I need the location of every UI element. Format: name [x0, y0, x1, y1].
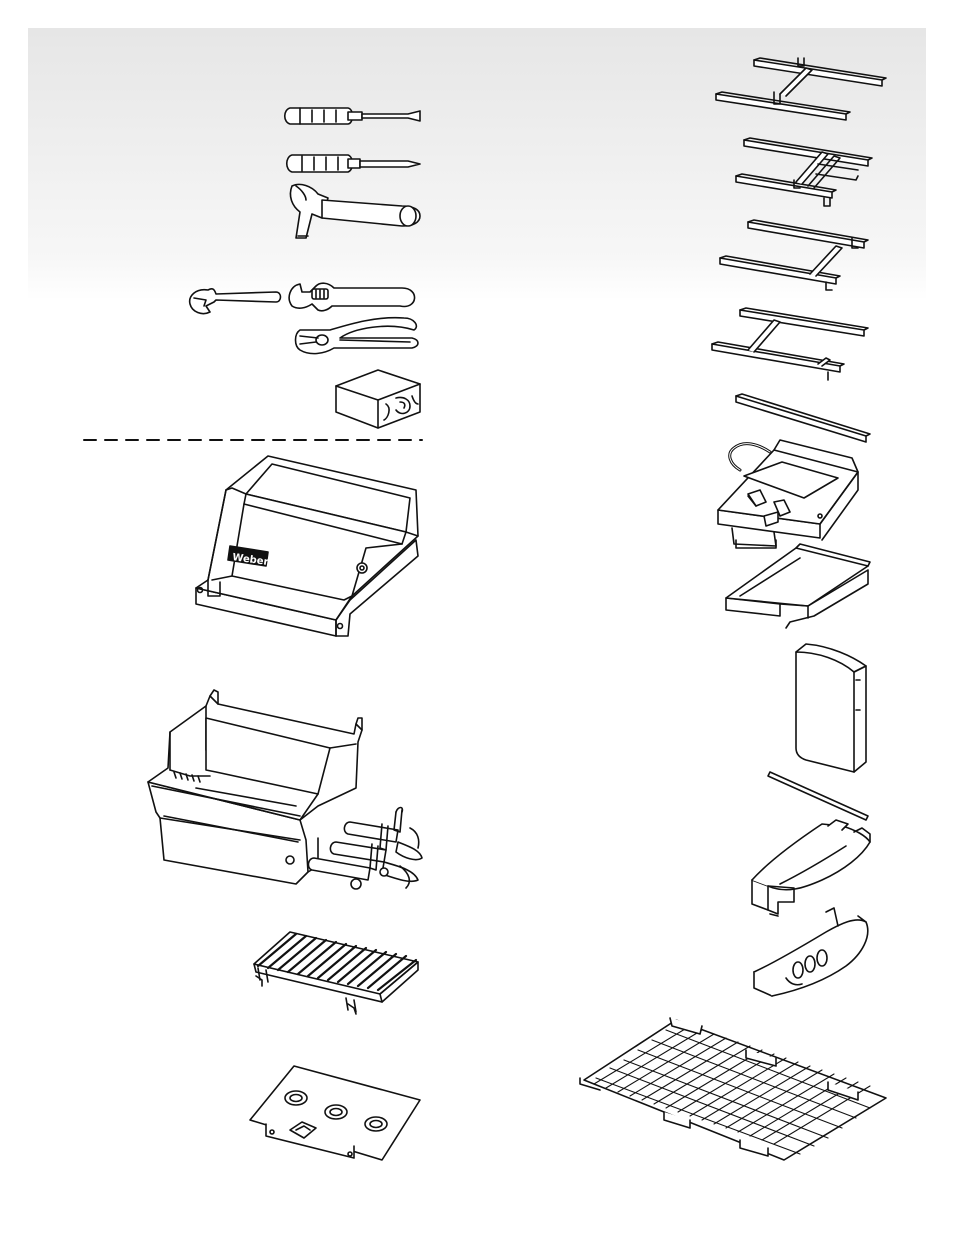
side-panel-icon	[796, 644, 866, 772]
control-panel-icon	[718, 440, 858, 548]
frame-assembly-4-icon	[712, 308, 868, 380]
frame-assembly-1-icon	[716, 58, 886, 120]
rod-icon	[768, 772, 868, 820]
handle-left-icon	[752, 820, 870, 916]
open-end-wrench-icon	[190, 289, 281, 314]
crossbar-icon	[736, 394, 870, 442]
cooking-grate-icon	[254, 932, 418, 1014]
cookbox-icon	[148, 690, 362, 884]
pliers-icon	[296, 318, 419, 354]
hammer-icon	[290, 184, 420, 238]
grill-lid-icon: Weber	[196, 456, 418, 636]
side-table-icon	[726, 544, 870, 628]
bottom-rack-icon	[580, 1018, 886, 1160]
wood-block-icon	[336, 370, 420, 428]
phillips-screwdriver-icon	[287, 155, 420, 172]
handle-right-icon	[754, 908, 868, 996]
frame-assembly-2-icon	[736, 138, 872, 206]
flat-screwdriver-icon	[285, 108, 420, 124]
drip-tray-plate-icon	[250, 1066, 420, 1160]
adjustable-wrench-icon	[289, 283, 414, 311]
burner-tubes-icon	[308, 808, 422, 890]
frame-assembly-3-icon	[720, 220, 868, 290]
